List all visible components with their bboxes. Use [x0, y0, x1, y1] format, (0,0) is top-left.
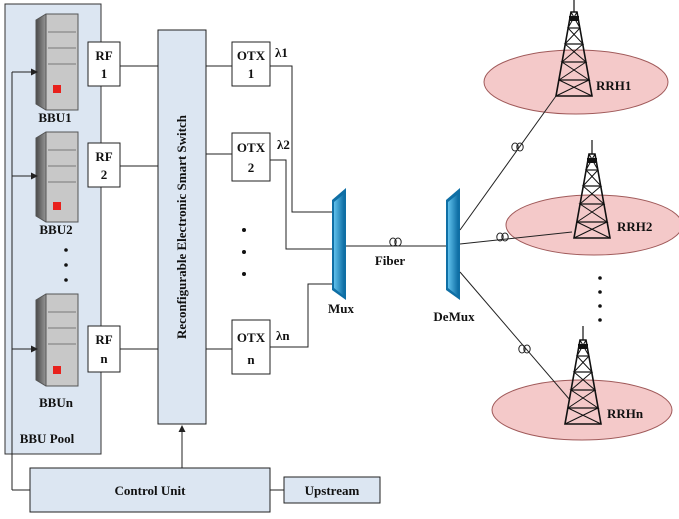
fiber-label: Fiber [375, 253, 406, 268]
rf-box-2 [87, 142, 121, 188]
bbu-server-1 [35, 13, 79, 111]
wavelength-label: λn [276, 328, 290, 343]
rf-label: RF [95, 149, 112, 164]
rf-index: 1 [101, 66, 108, 81]
ellipsis-dot [242, 228, 246, 232]
rrh-cell-n [491, 379, 673, 441]
bbu-server-n [35, 293, 79, 387]
demux-rrh-link [459, 95, 557, 231]
arrowhead-icon [31, 345, 38, 353]
otx-mux-link [270, 159, 334, 250]
rf-box-1 [87, 41, 121, 87]
bbu-led-2 [53, 202, 61, 210]
bbu-label: BBUn [39, 395, 74, 410]
wavelength-label: λ2 [277, 137, 290, 152]
wavelength-label: λ1 [275, 45, 288, 60]
rrh-cell-1 [483, 49, 669, 115]
bbu-led-n [53, 366, 61, 374]
demux-label: DeMux [433, 309, 475, 324]
bbu-label: BBU1 [38, 110, 71, 125]
control-unit-box [29, 467, 271, 513]
rf-label: RF [95, 332, 112, 347]
demux-rrh-link [459, 231, 573, 245]
rf-index: n [100, 351, 108, 366]
ellipsis-dot [598, 318, 602, 322]
ellipsis-dot [598, 290, 602, 294]
mux-face [334, 194, 344, 296]
rf-index: 2 [101, 167, 108, 182]
otx-mux-link [270, 283, 334, 348]
smart-switch-label: Reconfigurable Electronic Smart Switch [174, 114, 189, 339]
demux-rrh-link [459, 271, 571, 401]
smart-switch-box [157, 29, 207, 425]
ellipsis-dot [64, 278, 68, 282]
fiber-coil-icon [389, 237, 402, 247]
mux-label: Mux [328, 301, 355, 316]
bbu-server-2 [35, 131, 79, 223]
arrowhead-icon [31, 172, 38, 180]
upstream-label: Upstream [305, 483, 360, 498]
demux-face [448, 194, 458, 296]
bbu-pool-label: BBU Pool [20, 431, 75, 446]
bbu-label: BBU2 [39, 222, 72, 237]
rrh-label: RRHn [607, 406, 644, 421]
ellipsis-dot [242, 250, 246, 254]
rf-label: RF [95, 48, 112, 63]
rrh-label: RRH1 [596, 78, 631, 93]
otx-box-1 [231, 41, 271, 87]
ellipsis-dot [64, 263, 68, 267]
otx-box-2 [231, 132, 271, 182]
otx-index: 1 [248, 66, 255, 81]
ellipsis-dot [64, 248, 68, 252]
otx-mux-link [270, 65, 334, 213]
otx-label: OTX [237, 140, 266, 155]
rrh-label: RRH2 [617, 219, 652, 234]
otx-index: 2 [248, 160, 255, 175]
ellipsis-dot [598, 276, 602, 280]
ellipsis-dot [242, 272, 246, 276]
bbu-led-1 [53, 85, 61, 93]
otx-label: OTX [237, 48, 266, 63]
otx-index: n [247, 352, 255, 367]
otx-label: OTX [237, 330, 266, 345]
arrowhead-icon [31, 68, 38, 76]
control-unit-label: Control Unit [115, 483, 187, 498]
otx-box-n [231, 319, 271, 375]
upstream-box [283, 476, 381, 504]
arrowhead-icon [178, 425, 186, 432]
ellipsis-dot [598, 304, 602, 308]
